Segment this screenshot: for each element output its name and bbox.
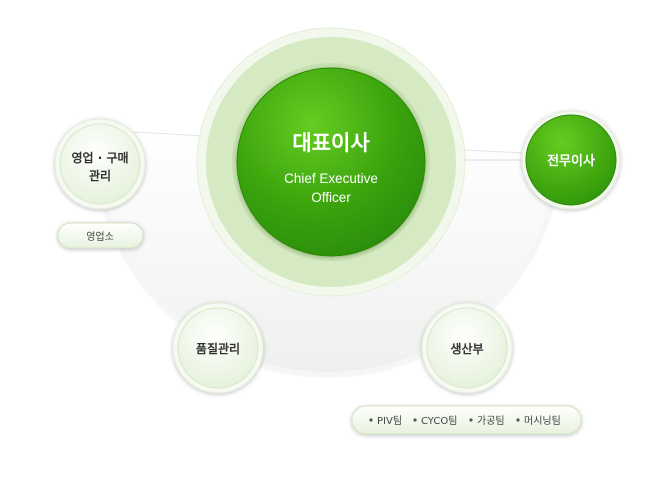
sales-label-line2: 관리 (89, 168, 111, 183)
sales-circle (59, 123, 141, 205)
production-teams-pill[interactable]: PIV팀 CYCO팀 가공팀 머시닝팀 (351, 405, 582, 435)
team-label-machining: 머시닝팀 (524, 415, 561, 427)
production-node[interactable]: 생산부 (421, 302, 513, 394)
sales-office-pill[interactable]: 영업소 (57, 222, 144, 249)
sales-purchasing-node[interactable]: 영업 · 구매 관리 (54, 118, 146, 210)
team-label-piv: PIV팀 (377, 415, 402, 427)
team-label-cyco: CYCO팀 (421, 415, 457, 427)
team-label-processing: 가공팀 (477, 415, 505, 427)
ceo-subtitle-line1: Chief Executive (284, 171, 378, 186)
sales-label-line1: 영업 · 구매 (71, 150, 128, 165)
ceo-subtitle-line2: Officer (311, 190, 351, 205)
team-bullet-2 (413, 418, 417, 422)
team-bullet-1 (369, 418, 373, 422)
ceo-node[interactable]: 대표이사 Chief Executive Officer (236, 67, 426, 257)
quality-node[interactable]: 품질관리 (172, 302, 264, 394)
director-node[interactable]: 전무이사 (521, 110, 621, 210)
team-bullet-4 (516, 418, 520, 422)
quality-label: 품질관리 (196, 341, 240, 356)
sales-office-pill-bg (57, 222, 144, 249)
ceo-circle (236, 67, 426, 257)
director-circle (525, 114, 617, 206)
director-label: 전무이사 (547, 153, 595, 169)
quality-circle (177, 307, 259, 389)
sales-office-label: 영업소 (86, 230, 114, 243)
production-teams-pill-bg (351, 405, 582, 435)
production-circle (426, 307, 508, 389)
production-label: 생산부 (450, 341, 483, 356)
ceo-title: 대표이사 (292, 131, 370, 155)
team-bullet-3 (469, 418, 473, 422)
